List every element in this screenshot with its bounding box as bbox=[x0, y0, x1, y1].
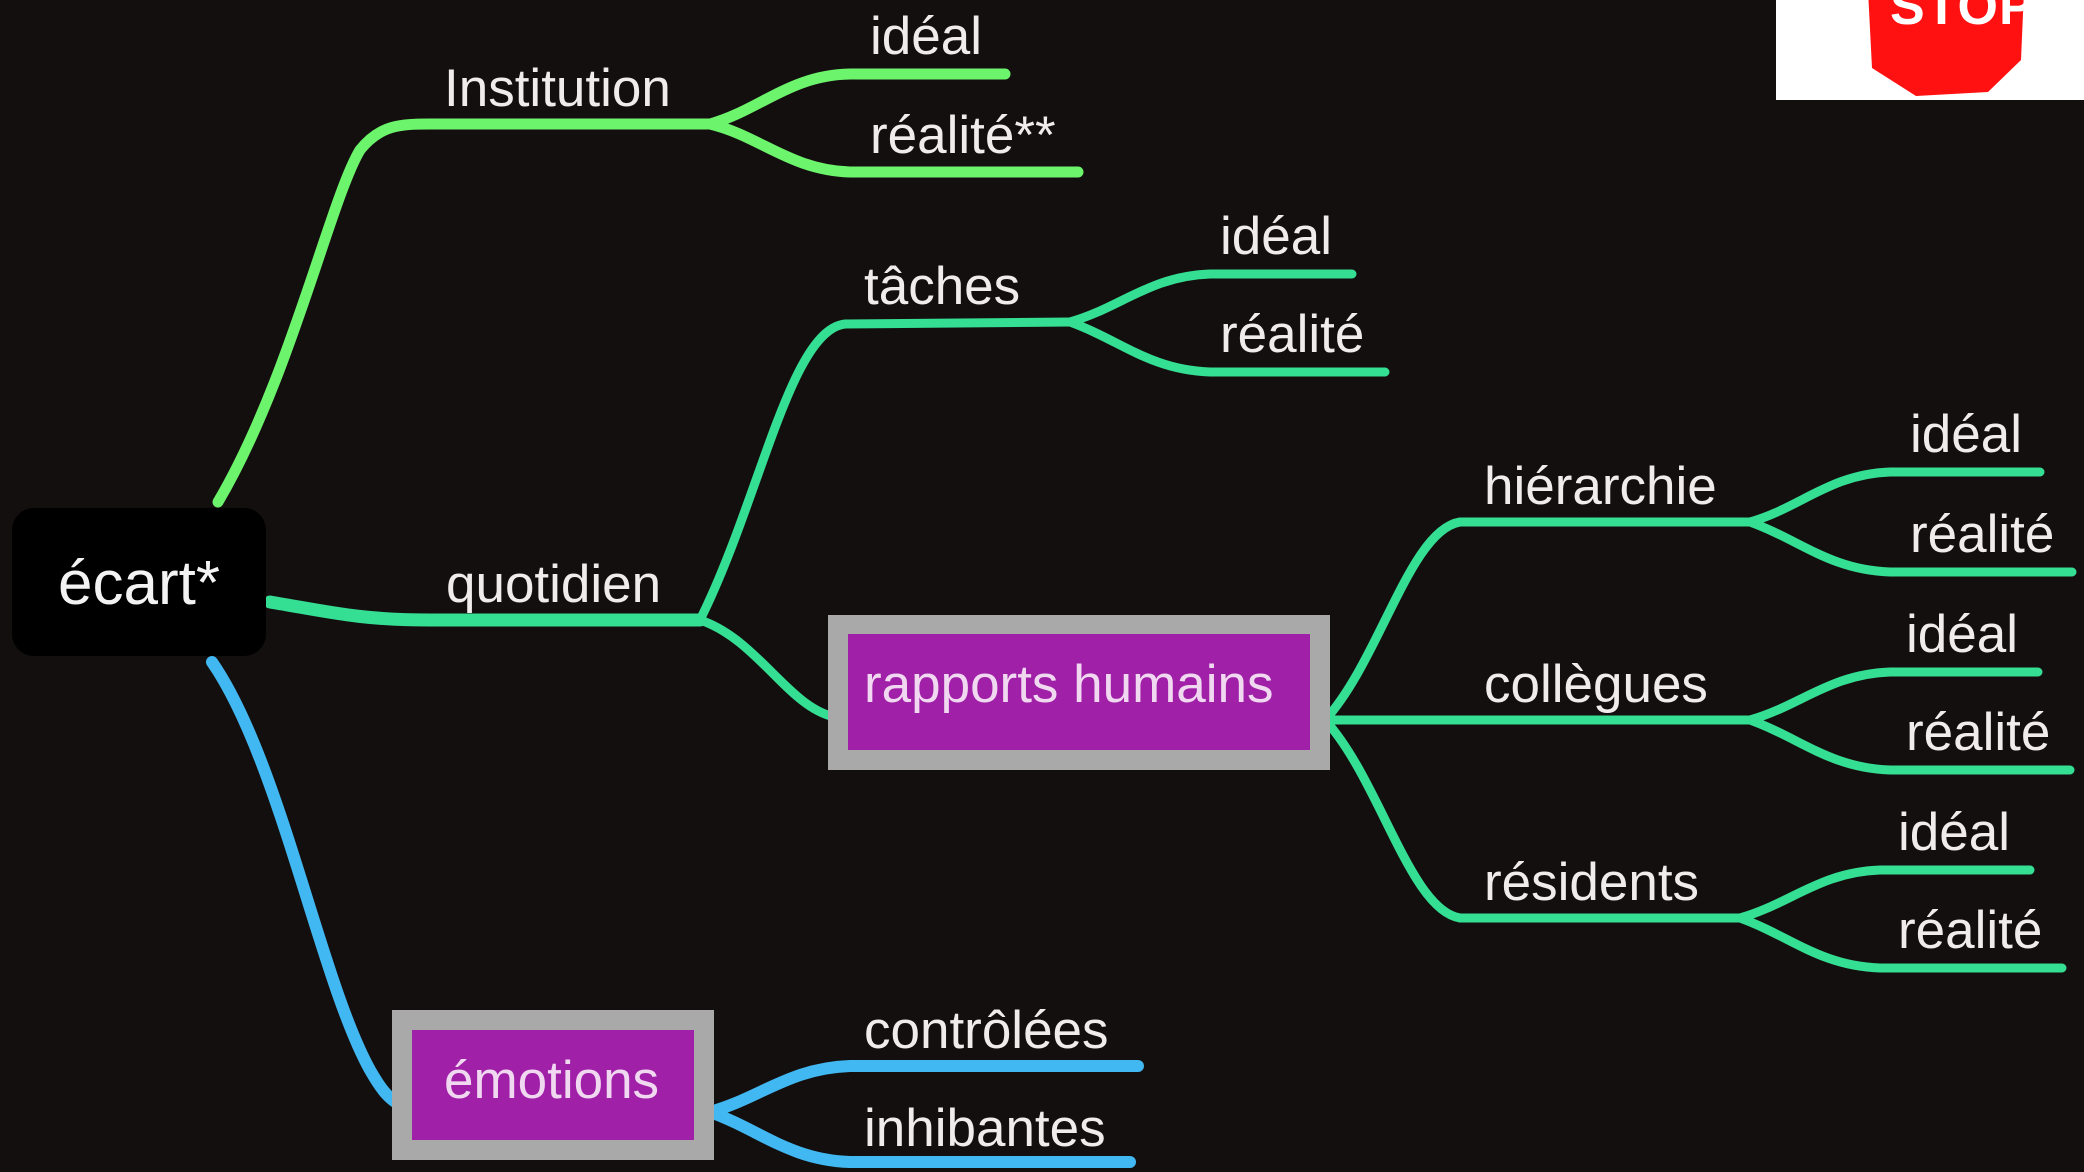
branch-taches-realite bbox=[1065, 317, 1390, 377]
branch-institution-ideal bbox=[704, 68, 1011, 130]
branch-residents-ideal bbox=[1735, 865, 2035, 923]
root-label: écart* bbox=[58, 549, 220, 618]
branch-taches-ideal bbox=[1065, 269, 1357, 327]
node-institution-ideal[interactable]: idéal bbox=[870, 7, 982, 66]
node-collegues-ideal[interactable]: idéal bbox=[1906, 605, 2018, 664]
node-taches-realite[interactable]: réalité bbox=[1220, 305, 1364, 364]
node-quotidien[interactable]: quotidien bbox=[446, 555, 661, 614]
node-rapports-humains[interactable]: rapports humains bbox=[828, 615, 1330, 770]
node-institution[interactable]: Institution bbox=[444, 59, 671, 118]
stop-sign-image: STOP bbox=[1776, 0, 2084, 100]
stop-sign-shape bbox=[1868, 0, 2024, 96]
node-inhibantes[interactable]: inhibantes bbox=[864, 1099, 1106, 1158]
node-collegues[interactable]: collègues bbox=[1484, 655, 1708, 714]
branch-emotions-controlees bbox=[704, 1060, 1144, 1118]
branch-emotions-inhibantes bbox=[704, 1106, 1136, 1168]
branch-collegues-ideal bbox=[1745, 667, 2043, 725]
branch-hierarchie-realite bbox=[1745, 517, 2077, 577]
branch-rapports-hierarchie bbox=[1320, 517, 1755, 725]
branches bbox=[206, 68, 2077, 1168]
branch-hierarchie-ideal bbox=[1745, 467, 2045, 527]
branch-residents-realite bbox=[1735, 913, 2067, 973]
node-residents-realite[interactable]: réalité bbox=[1898, 901, 2042, 960]
node-hierarchie-ideal[interactable]: idéal bbox=[1910, 405, 2022, 464]
stop-sign-text: STOP bbox=[1890, 0, 2035, 36]
root-node[interactable]: écart* bbox=[12, 508, 266, 656]
branch-rapports-residents bbox=[1320, 715, 1745, 923]
node-rapports-humains-label: rapports humains bbox=[864, 655, 1273, 714]
node-taches-ideal[interactable]: idéal bbox=[1220, 207, 1332, 266]
node-controlees[interactable]: contrôlées bbox=[864, 1001, 1109, 1060]
node-taches[interactable]: tâches bbox=[864, 257, 1020, 316]
branch-quotidien-taches bbox=[695, 317, 1075, 625]
branch-collegues-realite bbox=[1745, 715, 2075, 775]
node-residents-ideal[interactable]: idéal bbox=[1898, 803, 2010, 862]
node-emotions-label: émotions bbox=[444, 1051, 659, 1110]
branch-root-quotidien bbox=[263, 595, 707, 627]
node-collegues-realite[interactable]: réalité bbox=[1906, 703, 2050, 762]
node-hierarchie-realite[interactable]: réalité bbox=[1910, 505, 2054, 564]
node-emotions[interactable]: émotions bbox=[392, 1010, 714, 1160]
branch-institution-realite bbox=[704, 118, 1084, 178]
node-hierarchie[interactable]: hiérarchie bbox=[1484, 457, 1717, 516]
branch-quotidien-rapports bbox=[695, 615, 845, 723]
node-residents[interactable]: résidents bbox=[1484, 853, 1699, 912]
node-institution-realite[interactable]: réalité** bbox=[870, 106, 1056, 165]
branch-root-institution bbox=[212, 118, 716, 508]
